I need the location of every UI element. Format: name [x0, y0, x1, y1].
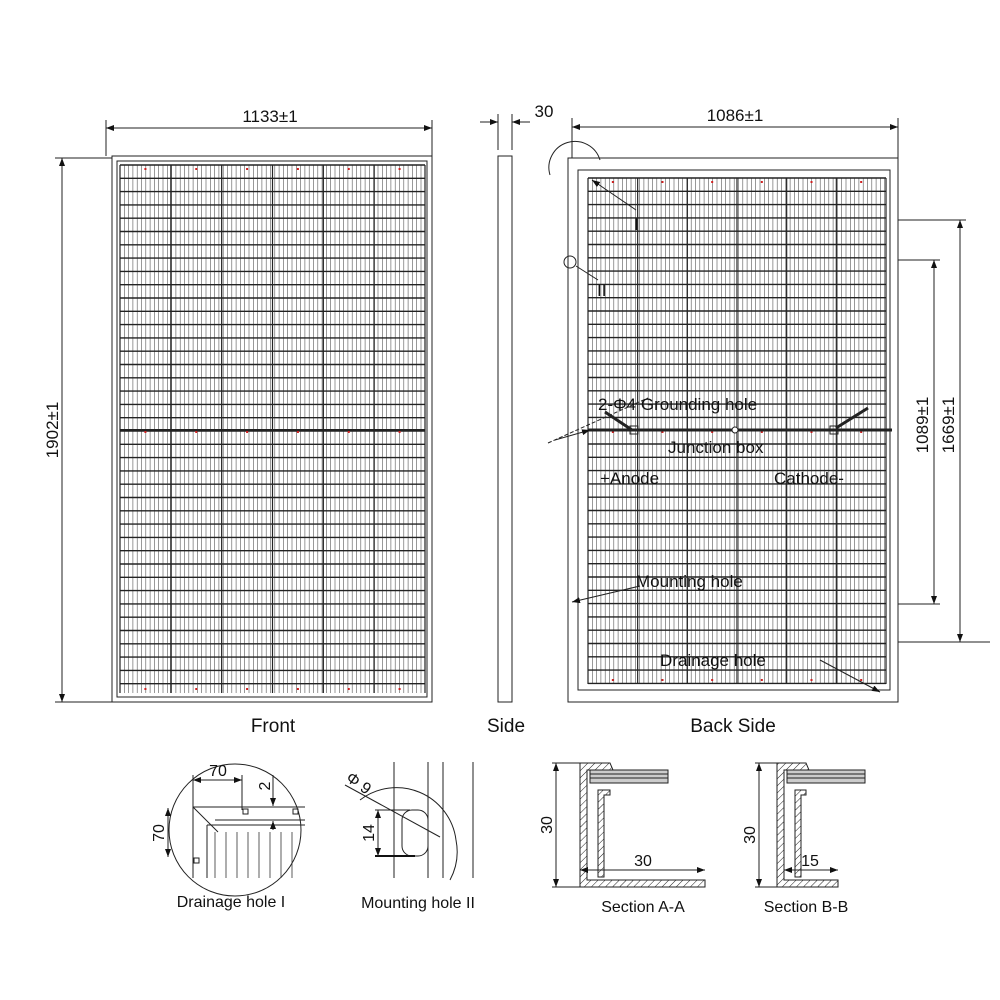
- front-width-label: 1133±1: [242, 107, 297, 126]
- mounting-hole-marker-circle: [563, 255, 577, 269]
- drainage-height-dim: 70: [151, 824, 168, 842]
- section-a-a: 30 30 Section A-A: [539, 762, 706, 916]
- section-b-width-dim: 15: [801, 853, 819, 870]
- anode-label: +Anode: [600, 469, 659, 488]
- back-width-label: 1086±1: [707, 106, 764, 125]
- anode-cable: [604, 410, 633, 432]
- mounting-hole-detail: Φ 9 14 Mounting hole II: [343, 762, 475, 912]
- back-frame: [567, 157, 899, 703]
- mount-spacing-label: 1089±1: [913, 397, 932, 454]
- section-b-b: 30 15 Section B-B: [742, 762, 866, 916]
- side-view: 30 Side: [480, 102, 553, 737]
- drainage-gap-dim: 2: [257, 781, 274, 790]
- side-label: Side: [487, 716, 525, 737]
- section-a-width-dim: 30: [634, 853, 652, 870]
- drainage-hole-detail: 70 70 2 Drainage hole I: [151, 763, 305, 911]
- marker-drainage-I: I: [634, 215, 639, 234]
- back-side-label: Back Side: [690, 716, 776, 737]
- section-b-label: Section B-B: [764, 899, 848, 916]
- outer-mount-label: 1669±1: [939, 397, 958, 454]
- front-view: 1133±1 1902±1 Front: [43, 107, 433, 737]
- mounting-detail-label: Mounting hole II: [361, 895, 475, 912]
- mounting-slot: [401, 809, 429, 857]
- grounding-hole-label: 2-Φ4 Grounding hole: [598, 395, 757, 414]
- drainage-detail-label: Drainage hole I: [177, 894, 286, 911]
- front-frame: [111, 155, 433, 703]
- side-frame: [497, 155, 513, 703]
- section-a-height-dim: 30: [539, 816, 556, 834]
- front-frame-inner: [116, 160, 428, 698]
- cathode-cable: [835, 406, 869, 430]
- section-a-label: Section A-A: [601, 899, 685, 916]
- mounting-hole-label: Mounting hole: [636, 572, 743, 591]
- mounting-height-dim: 14: [361, 824, 378, 842]
- junction-box-label: Junction box: [668, 438, 764, 457]
- drainage-hole-label: Drainage hole: [660, 651, 766, 670]
- front-height-label: 1902±1: [43, 402, 62, 459]
- front-label: Front: [251, 716, 296, 737]
- junction-box: [731, 426, 739, 434]
- drainage-width-dim: 70: [209, 763, 227, 780]
- side-thickness-label: 30: [535, 102, 554, 121]
- front-cell-grid: [119, 164, 426, 693]
- back-view: 1086±1 1089±1 1669±1 I II 2-Φ4 Grounding…: [547, 106, 990, 737]
- cathode-label: Cathode-: [774, 469, 844, 488]
- marker-mounting-II: II: [597, 281, 606, 300]
- section-b-height-dim: 30: [742, 826, 759, 844]
